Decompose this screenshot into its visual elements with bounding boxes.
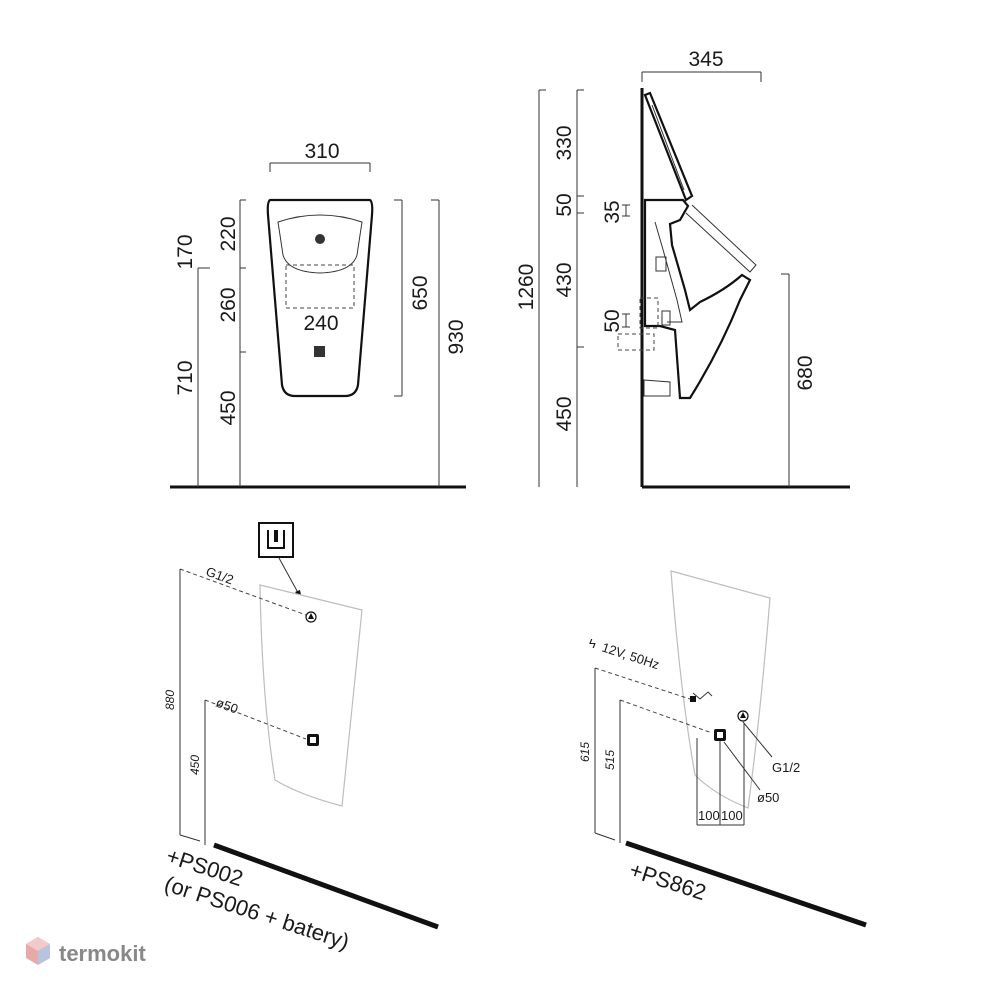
spacing-right-label: 100 [721,808,743,823]
dim-foot [179,834,201,842]
install-right: ϟ 12V, 50Hz 615 515 100 100 G1/2 ø50 +PS… [578,570,867,928]
spacing-left-label: 100 [698,808,720,823]
dim-220-label: 220 [217,216,240,251]
power-connector-box [690,696,696,702]
brand-logo: termokit [26,937,146,966]
front-outlet-icon [314,346,325,357]
install-right-supply-leader [742,721,773,758]
install-left-supply-leader [179,568,307,616]
front-flush-icon [315,234,325,244]
dim-50-top-label: 50 [553,193,576,216]
power-connector-icon [692,691,713,700]
install-right-supply-label: G1/2 [772,760,800,775]
sensor-panel-icon-inner [267,530,285,549]
side-hidden-box [639,297,659,329]
dim-615-label: 615 [578,742,592,762]
dim-35-label: 35 [601,200,624,223]
install-right-supply-icon-glyph [740,712,746,718]
install-left: G1/2 ø50 880 450 +PS002 (or PS006 + bate… [161,522,439,954]
dim-515-label: 515 [603,750,617,770]
dim-345-label: 345 [688,48,723,71]
side-lid [643,91,694,202]
install-left-urinal-outline [259,584,363,807]
side-lid-inner [651,104,685,191]
side-trap [654,221,683,323]
dim-310-label: 310 [304,140,339,163]
dim-260-label: 260 [217,287,240,322]
install-right-power-leader [594,667,691,700]
dim-330-label: 330 [553,125,576,160]
install-right-drain-leader [619,699,713,734]
install-left-drain-label: ø50 [214,695,240,717]
side-urinal-body [643,198,752,400]
install-right-drain-label: ø50 [757,790,779,805]
dim-450-label: 450 [217,390,240,425]
dim-50-outlet-label: 50 [601,309,624,332]
dim-680-label: 680 [794,355,817,390]
front-view: 310 170 220 260 710 450 240 650 930 [170,140,468,489]
front-urinal-body [266,198,374,398]
install-right-kit-label: +PS862 [626,857,709,905]
dim-430-label: 430 [553,262,576,297]
dim-1260-label: 1260 [515,264,538,311]
side-bracket [643,379,671,397]
dim-880-label: 880 [163,690,177,710]
install-right-drain-icon-inner [717,732,723,738]
install-left-supply-icon-glyph [308,613,314,619]
dim-foot [594,832,616,841]
brand-logo-icon-side [38,944,50,965]
install-right-power-label: 12V, 50Hz [600,640,661,673]
install-right-drain-callout [723,741,761,791]
sensor-panel-icon-bar [274,530,278,542]
side-outlet-box [617,333,655,351]
dim-240-label: 240 [303,312,338,335]
dim-450-side-label: 450 [553,396,576,431]
install-left-floor [213,842,439,930]
side-valve-box [655,256,667,272]
dim-710-label: 710 [174,360,197,395]
install-left-drain-icon-inner [310,737,316,743]
dim-450-install-label: 450 [188,755,202,775]
install-right-urinal-outline [670,570,771,809]
dim-170-label: 170 [174,234,197,269]
side-outlet-pipe [661,310,671,326]
side-top-slope [685,204,757,273]
dim-650-label: 650 [409,275,432,310]
dim-930-label: 930 [445,319,468,354]
power-bolt-icon: ϟ [589,636,596,651]
side-view: 345 1260 330 50 430 450 35 50 680 [515,48,850,489]
install-right-floor [625,840,867,928]
brand-name: termokit [59,941,146,966]
